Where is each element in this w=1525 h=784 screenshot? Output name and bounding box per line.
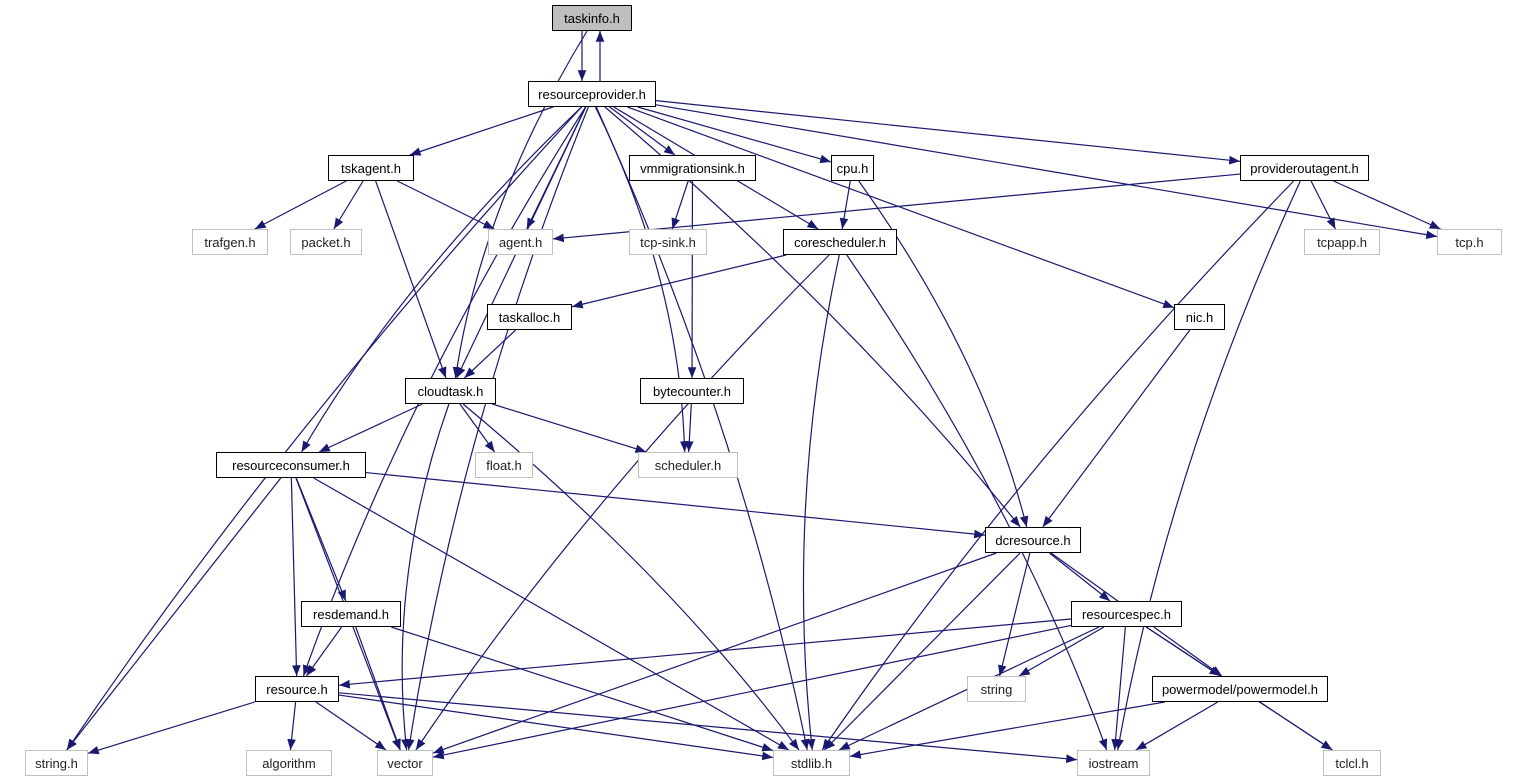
edge-resourceconsumer-to-stringh — [66, 477, 282, 751]
node-stringh: string.h — [25, 750, 88, 776]
edge-resourceprovider-to-nic — [627, 106, 1175, 309]
node-provideroutagent[interactable]: provideroutagent.h — [1240, 155, 1369, 181]
edge-resourceprovider-to-tcp — [655, 104, 1438, 239]
edge-resourceprovider-to-agent — [526, 106, 587, 230]
node-powermodel[interactable]: powermodel/powermodel.h — [1152, 676, 1328, 702]
node-trafgen: trafgen.h — [192, 229, 268, 255]
edge-resourceprovider-to-vector — [406, 106, 589, 751]
node-corescheduler[interactable]: corescheduler.h — [783, 229, 897, 255]
node-cpu[interactable]: cpu.h — [831, 155, 874, 181]
edge-corescheduler-to-stdlib — [802, 254, 840, 751]
edge-resourceprovider-to-vmmigrationsink — [609, 106, 676, 156]
edge-resourcespec-to-vector — [432, 624, 1072, 760]
edge-resourcespec-to-string — [1018, 626, 1105, 677]
edge-corescheduler-to-iostream — [846, 254, 1108, 751]
edge-resource-to-algorithm — [287, 701, 297, 751]
node-tcp: tcp.h — [1437, 229, 1502, 255]
node-nic[interactable]: nic.h — [1174, 304, 1225, 330]
edge-cloudtask-to-stdlib — [462, 403, 800, 751]
node-algorithm: algorithm — [246, 750, 332, 776]
edge-dcresource-to-string — [998, 552, 1031, 677]
edge-cloudtask-to-float — [459, 403, 496, 453]
edge-resourceprovider-to-tskagent — [409, 106, 554, 156]
node-cloudtask[interactable]: cloudtask.h — [405, 378, 496, 404]
edge-resdemand-to-stdlib — [390, 626, 774, 752]
node-vmmigrationsink[interactable]: vmmigrationsink.h — [629, 155, 756, 181]
edge-resource-to-stdlib — [338, 694, 774, 761]
edge-powermodel-to-stdlib — [849, 701, 1165, 759]
edge-resourcespec-to-resource — [338, 618, 1072, 689]
node-tcpapp: tcpapp.h — [1304, 229, 1380, 255]
edge-cpu-to-dcresource — [858, 180, 1029, 528]
node-resource[interactable]: resource.h — [255, 676, 339, 702]
edge-tskagent-to-cloudtask — [375, 180, 447, 379]
edge-resource-to-stringh — [87, 701, 256, 755]
edge-taskinfo-to-cloudtask — [452, 30, 588, 379]
node-iostream: iostream — [1077, 750, 1150, 776]
edge-bytecounter-to-scheduler — [684, 403, 694, 453]
node-bytecounter[interactable]: bytecounter.h — [640, 378, 744, 404]
edge-taskalloc-to-cloudtask — [463, 329, 517, 379]
edge-resourceconsumer-to-stdlib — [313, 477, 790, 751]
edge-nic-to-dcresource — [1042, 329, 1191, 528]
edge-provideroutagent-to-stdlib — [821, 180, 1295, 751]
edge-cloudtask-to-scheduler — [492, 403, 647, 453]
edge-resource-to-vector — [315, 701, 387, 751]
edge-resourceconsumer-to-resdemand — [295, 477, 347, 602]
edge-resourceprovider-to-provideroutagent — [655, 100, 1241, 165]
edge-corescheduler-to-vector — [415, 254, 830, 751]
edge-resourceconsumer-to-resource — [290, 477, 301, 677]
node-resdemand[interactable]: resdemand.h — [301, 601, 401, 627]
node-dcresource[interactable]: dcresource.h — [985, 527, 1081, 553]
edge-powermodel-to-tclcl — [1259, 701, 1333, 751]
edge-corescheduler-to-taskalloc — [571, 254, 787, 309]
edge-provideroutagent-to-iostream — [1115, 180, 1301, 751]
edge-cpu-to-corescheduler — [839, 180, 851, 230]
edge-tskagent-to-agent — [396, 180, 495, 230]
edge-tskagent-to-trafgen — [254, 180, 347, 230]
edge-resourcespec-to-iostream — [1111, 626, 1126, 751]
edge-resourceprovider-to-cpu — [637, 106, 832, 164]
edge-resourceprovider-to-resourceconsumer — [301, 106, 582, 453]
node-stdlib: stdlib.h — [773, 750, 850, 776]
node-vector: vector — [377, 750, 433, 776]
node-resourcespec[interactable]: resourcespec.h — [1071, 601, 1182, 627]
node-float: float.h — [475, 452, 533, 478]
edge-resdemand-to-vector — [355, 626, 401, 751]
edge-provideroutagent-to-tcpapp — [1310, 180, 1336, 230]
edge-provideroutagent-to-tcp — [1333, 180, 1441, 230]
edge-dcresource-to-vector — [432, 552, 997, 754]
edge-resource-to-iostream — [338, 692, 1078, 764]
edge-cloudtask-to-vector — [401, 403, 450, 751]
node-taskalloc[interactable]: taskalloc.h — [487, 304, 572, 330]
node-tcpsink: tcp-sink.h — [629, 229, 707, 255]
node-taskinfo: taskinfo.h — [552, 5, 632, 31]
node-resourceconsumer[interactable]: resourceconsumer.h — [216, 452, 366, 478]
node-packet: packet.h — [290, 229, 362, 255]
node-tskagent[interactable]: tskagent.h — [328, 155, 414, 181]
edge-powermodel-to-iostream — [1135, 701, 1219, 751]
node-agent: agent.h — [488, 229, 553, 255]
edge-resdemand-to-resource — [305, 626, 343, 677]
edge-cloudtask-to-resourceconsumer — [318, 403, 423, 453]
edge-dcresource-to-resourcespec — [1049, 552, 1111, 602]
node-string: string — [967, 676, 1026, 702]
node-resourceprovider[interactable]: resourceprovider.h — [528, 81, 656, 107]
edge-resourceprovider-to-stringh — [66, 106, 583, 751]
edge-resourceconsumer-to-dcresource — [365, 471, 986, 539]
node-scheduler: scheduler.h — [638, 452, 738, 478]
edge-resourceprovider-to-stdlib — [595, 106, 810, 751]
edge-vmmigrationsink-to-tcpsink — [671, 180, 689, 230]
edge-tskagent-to-packet — [333, 180, 364, 230]
node-tclcl: tclcl.h — [1323, 750, 1381, 776]
edge-dcresource-to-stdlib — [823, 552, 1021, 751]
